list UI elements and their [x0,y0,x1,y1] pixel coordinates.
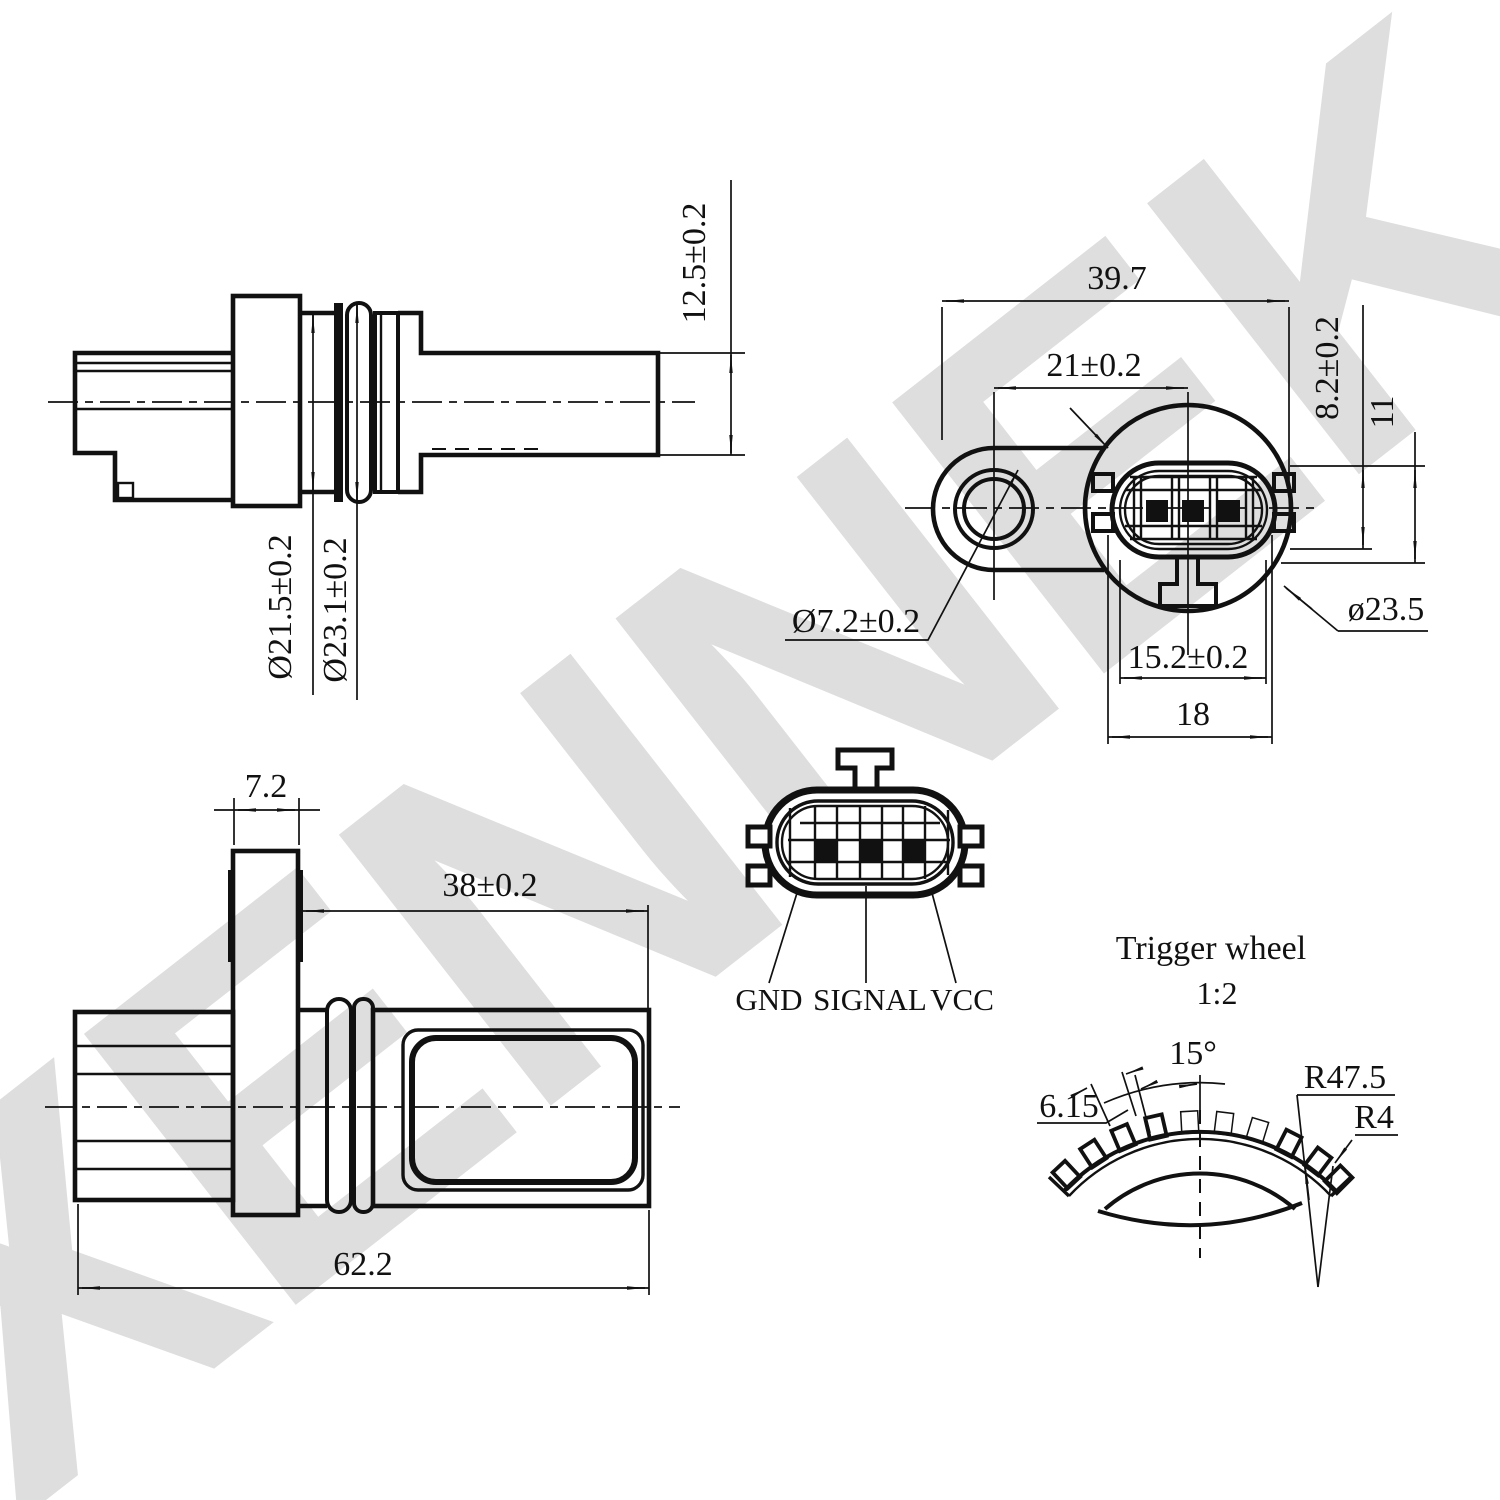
dim-radius-fillet: R4 [1354,1099,1394,1136]
dim-radius-outer: R47.5 [1304,1059,1386,1096]
dim-body-length: 38±0.2 [442,867,537,904]
dim-groove-dia: Ø21.5±0.2 [262,534,299,679]
dim-oring-dia: Ø23.1±0.2 [317,537,354,682]
dim-hole-offset: 21±0.2 [1046,347,1141,384]
dim-conn-height: 8.2±0.2 [1309,316,1346,420]
dim-conn-outer-height: 11 [1364,396,1401,429]
trigger-wheel-title: Trigger wheel [1116,930,1306,967]
end-view: 39.7 21±0.2 Ø7.2±0.2 8.2±0.2 11 ø23.5 [785,260,1428,744]
dim-boss-dia: ø23.5 [1348,591,1425,628]
dim-tooth-width: 6.15 [1039,1088,1099,1125]
trigger-wheel-scale: 1:2 [1197,975,1238,1011]
dim-overall-width: 39.7 [1087,260,1147,297]
dim-flange-width: 7.2 [245,768,288,805]
pin-label-gnd: GND [735,982,802,1017]
dim-conn-outer-width: 18 [1176,696,1210,733]
side-view-bottom: 7.2 38±0.2 62.2 [45,768,680,1295]
dim-total-length: 62.2 [333,1246,393,1283]
pin-label-vcc: VCC [930,982,994,1017]
dim-hole-dia: Ø7.2±0.2 [792,603,920,640]
side-view-top: 12.5±0.2 Ø21.5±0.2 Ø23.1±0.2 [48,180,745,700]
pin-label-signal: SIGNAL [813,982,927,1017]
dim-shaft-height: 12.5±0.2 [676,203,713,324]
dim-conn-width: 15.2±0.2 [1128,639,1249,676]
dim-tooth-angle: 15° [1169,1035,1217,1072]
connector-pinout-view: GND SIGNAL VCC [735,747,994,1017]
trigger-wheel-view: Trigger wheel 1:2 [1037,930,1398,1288]
